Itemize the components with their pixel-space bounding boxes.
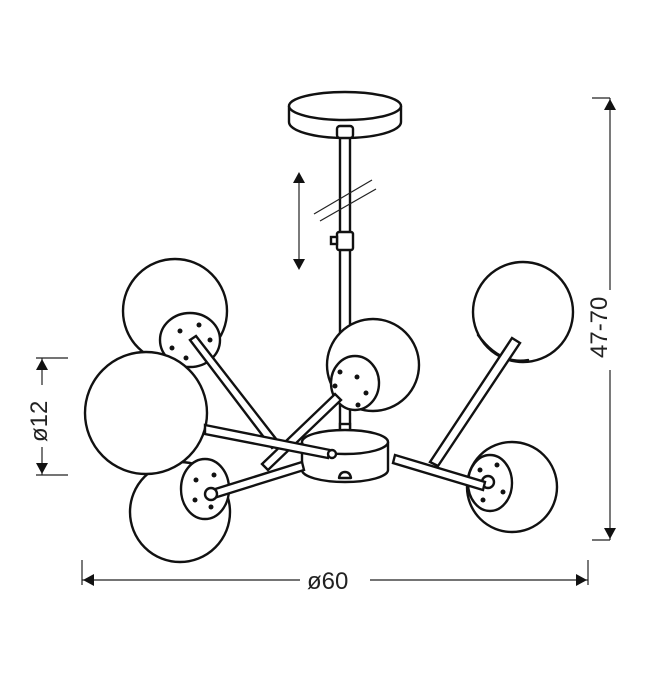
globe-diameter-dimension	[36, 357, 68, 476]
suspension-rod	[313, 124, 377, 434]
overall-diameter-label: ø60	[307, 568, 349, 595]
globe-large-left	[83, 350, 209, 476]
ceiling-canopy	[287, 90, 403, 140]
globe-back-left	[121, 257, 229, 369]
arms	[188, 334, 522, 492]
globe-diameter-label: ø12	[26, 400, 53, 442]
globe-back-center	[325, 317, 421, 413]
globe-bottom-left-cap	[179, 457, 306, 521]
globe-front-right	[465, 440, 559, 534]
height-adjust-arrow-icon	[293, 172, 305, 270]
globe-back-right	[471, 260, 575, 364]
break-line	[313, 179, 373, 215]
overall-diameter-dimension	[81, 560, 589, 586]
height-dimension	[592, 97, 616, 541]
height-label: 47-70	[586, 296, 613, 358]
arm-front	[203, 423, 338, 460]
break-line	[319, 188, 377, 222]
